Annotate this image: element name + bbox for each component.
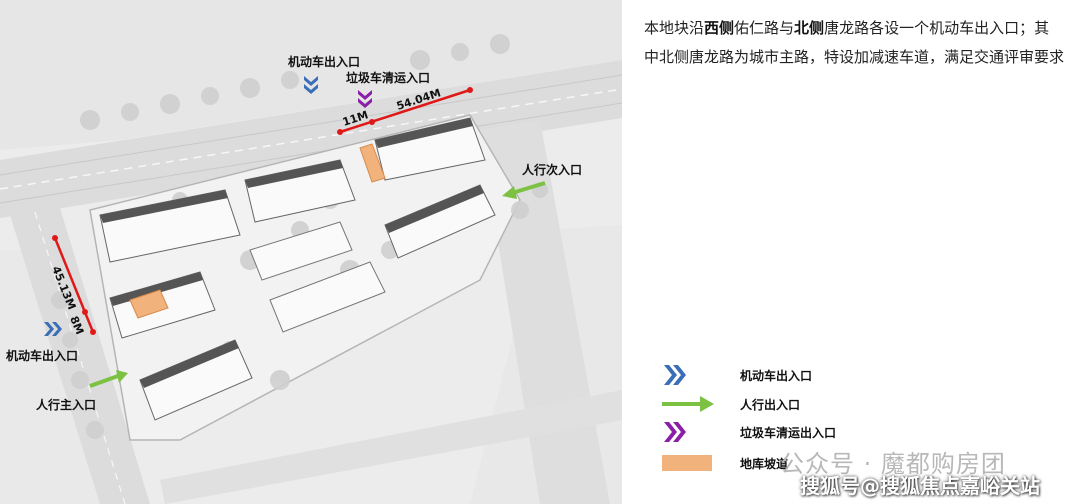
legend-item-garbage: 垃圾车清运出入口 bbox=[662, 419, 836, 445]
vehicle-entrance-north-icon bbox=[304, 76, 318, 94]
garbage-entrance-icon bbox=[358, 90, 372, 108]
arrow-right-icon bbox=[662, 396, 714, 412]
legend-item-ramp: 地库坡道 bbox=[662, 450, 788, 476]
vehicle-entrance-north-label: 机动车出入口 bbox=[288, 54, 360, 69]
pedestrian-main-label: 人行主入口 bbox=[36, 397, 96, 412]
site-plan: 54.04M 11M 45.13M 8M 机动车出入口 垃圾车清运入口 人行次入… bbox=[0, 0, 622, 504]
legend-item-vehicle: 机动车出入口 bbox=[662, 362, 812, 388]
description-text: 本地块沿西侧佑仁路与北侧唐龙路各设一个机动车出入口；其中北侧唐龙路为城市主路，特… bbox=[644, 19, 1065, 66]
rectangle-swatch bbox=[662, 455, 712, 471]
pedestrian-secondary-arrow-icon bbox=[502, 181, 546, 199]
legend-item-pedestrian: 人行出入口 bbox=[662, 391, 800, 417]
garbage-entrance-label: 垃圾车清运入口 bbox=[346, 70, 430, 85]
wechat-watermark: 公众号 · 魔都购房团 bbox=[780, 450, 1006, 478]
pedestrian-secondary-label: 人行次入口 bbox=[522, 162, 582, 177]
chevron-double-icon bbox=[664, 365, 686, 385]
dimension-west bbox=[52, 235, 96, 335]
dimension-north bbox=[337, 87, 473, 135]
legend-label-garbage: 垃圾车清运出入口 bbox=[740, 425, 837, 440]
vehicle-entrance-west-icon bbox=[44, 322, 62, 336]
vehicle-entrance-west-label: 机动车出入口 bbox=[6, 348, 78, 363]
basement-ramp-north bbox=[359, 143, 386, 183]
buildings bbox=[99, 117, 496, 421]
west-road bbox=[10, 208, 150, 504]
chevron-double-icon bbox=[664, 422, 686, 442]
dim-west-short-label: 8M bbox=[67, 314, 86, 336]
legend-label-pedestrian: 人行出入口 bbox=[740, 397, 801, 412]
basement-ramp-west bbox=[129, 289, 169, 319]
pedestrian-main-arrow-icon bbox=[89, 370, 128, 388]
legend-label-vehicle: 机动车出入口 bbox=[740, 368, 813, 383]
sohu-watermark: 搜狐号@搜狐焦点嘉峪关站 bbox=[800, 474, 1040, 498]
legend-label-ramp: 地库坡道 bbox=[740, 456, 789, 471]
